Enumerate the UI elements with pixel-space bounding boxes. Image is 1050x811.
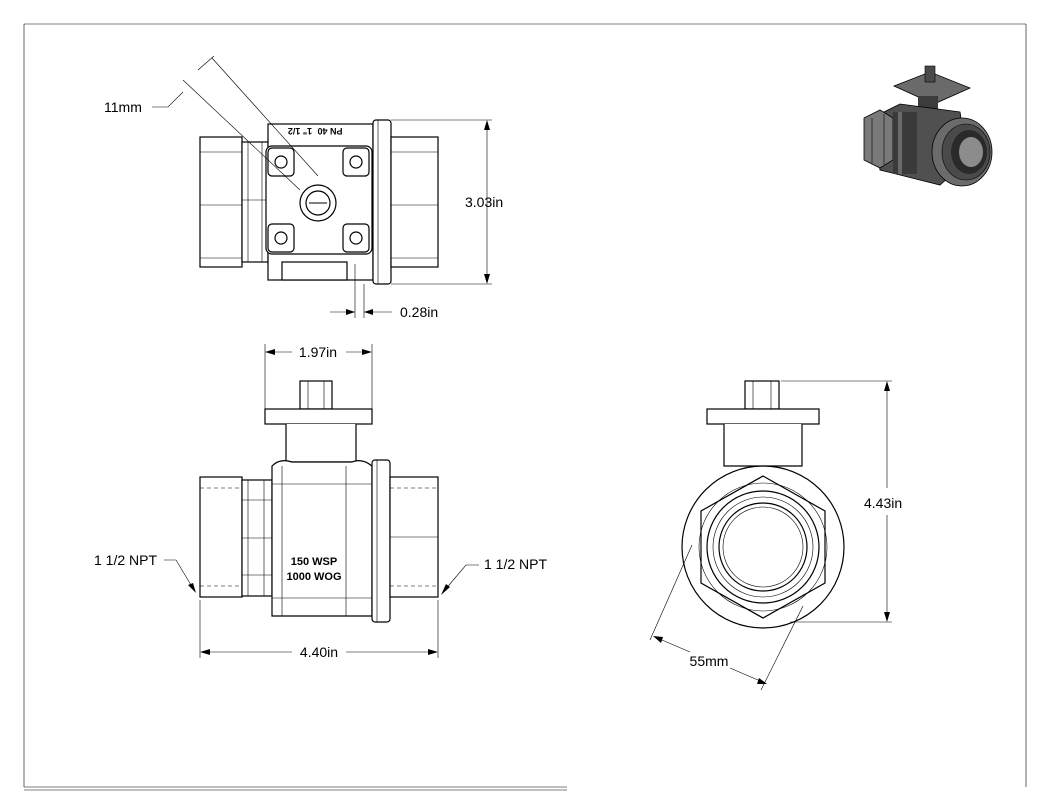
dim-11mm: 11mm	[104, 99, 142, 115]
side-view	[681, 380, 845, 629]
top-engraving-rating: PN 40	[317, 126, 342, 136]
dim-left-npt: 1 1/2 NPT	[94, 552, 157, 568]
rating-wsp: 150 WSP	[291, 556, 337, 568]
front-view: 150 WSP 1000 WOG	[199, 380, 439, 623]
top-engraving-size: 1" 1/2	[288, 126, 312, 136]
front-view-dimensions: 1.97in 4.40in 1 1/2 NPT 1 1/2 NPT	[94, 344, 547, 660]
dim-4-43in: 4.43in	[864, 495, 902, 511]
top-view: 1" 1/2 PN 40	[199, 119, 439, 285]
dim-right-npt: 1 1/2 NPT	[484, 556, 547, 572]
sheet-border	[23, 23, 1027, 791]
dim-1-97in: 1.97in	[299, 344, 337, 360]
side-view-dimensions: 4.43in 55mm	[649, 380, 902, 691]
dim-3-03in: 3.03in	[465, 194, 503, 210]
top-view-dimensions: 11mm 3.03in 0.28in	[104, 55, 503, 320]
dim-55mm: 55mm	[690, 653, 729, 669]
isometric-valve-render	[863, 65, 993, 187]
dim-4-40in: 4.40in	[300, 644, 338, 660]
dim-0-28in: 0.28in	[400, 304, 438, 320]
rating-wog: 1000 WOG	[286, 571, 341, 583]
